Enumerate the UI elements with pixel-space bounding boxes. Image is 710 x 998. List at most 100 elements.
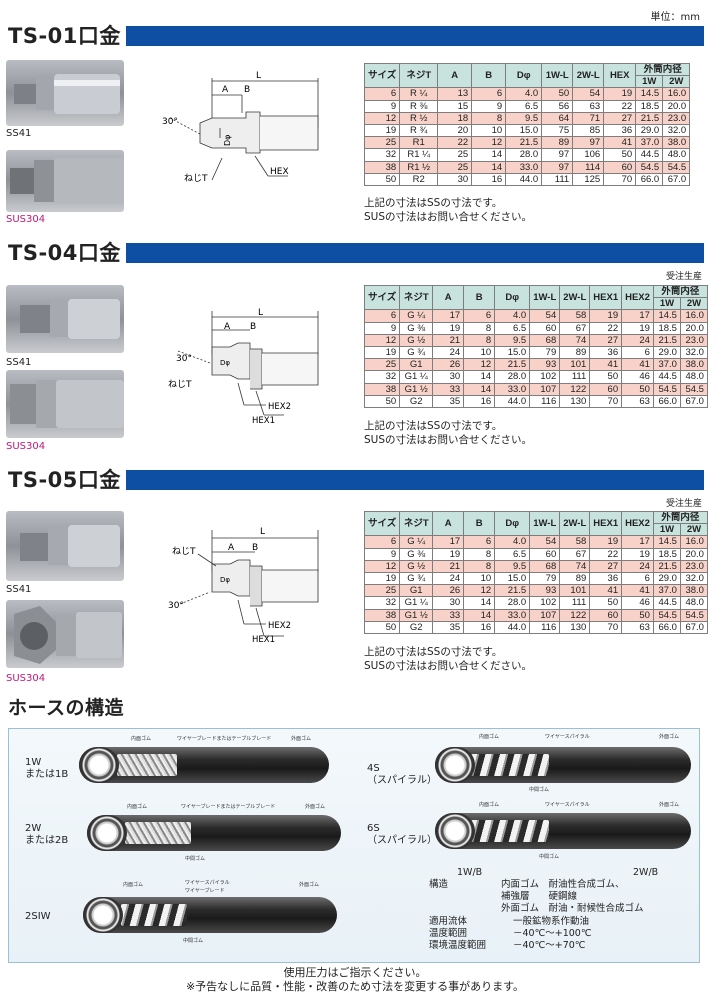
table-cell: 97 bbox=[572, 136, 605, 150]
hose-1w-wire-label: ワイヤーブレードまたはテーブルブレード bbox=[177, 736, 272, 742]
dim-b: B bbox=[250, 322, 256, 332]
table-cell: 70 bbox=[589, 394, 623, 408]
table-cell: 37.0 bbox=[635, 136, 664, 150]
table-cell: 18.5 bbox=[635, 99, 664, 113]
table-cell: 50 bbox=[363, 172, 401, 186]
table-cell: 6 bbox=[471, 87, 507, 101]
table-cell: 102 bbox=[529, 370, 561, 384]
table-cell: 30 bbox=[432, 596, 465, 610]
table-cell: 54.5 bbox=[635, 160, 664, 174]
table-cell: 20 bbox=[437, 123, 473, 138]
hdr-2wl: 2W-L bbox=[572, 62, 605, 89]
table-cell: 70 bbox=[603, 172, 637, 186]
table-cell: 21.5 bbox=[494, 358, 531, 372]
table-cell: R2 bbox=[399, 172, 439, 186]
hose-title: ホースの構造 bbox=[8, 697, 125, 719]
table-cell: 63 bbox=[621, 620, 654, 634]
table-cell: 6 bbox=[463, 309, 496, 323]
dim-d: Dφ bbox=[220, 576, 230, 584]
table-cell: 41 bbox=[621, 584, 654, 598]
table-cell: 79 bbox=[529, 571, 561, 586]
table-cell: 89 bbox=[559, 345, 591, 360]
table-cell: R1 ½ bbox=[399, 160, 439, 174]
table-cell: 14.5 bbox=[635, 87, 664, 101]
table-cell: 54.5 bbox=[652, 608, 681, 622]
table-cell: 8 bbox=[463, 547, 496, 561]
ts01-note-2: SUSの寸法はお問い合せください。 bbox=[364, 211, 533, 223]
table-cell: 16 bbox=[471, 172, 507, 186]
hdr-d: Dφ bbox=[494, 284, 531, 311]
table-cell: G2 bbox=[399, 394, 434, 408]
ts04-photo-ss41 bbox=[6, 285, 124, 353]
table-cell: 10 bbox=[463, 345, 496, 360]
table-cell: 9 bbox=[471, 99, 507, 113]
dim-l: L bbox=[256, 71, 261, 81]
table-cell: 35 bbox=[432, 620, 465, 634]
fitting-image bbox=[14, 606, 122, 664]
table-cell: 14 bbox=[463, 608, 496, 622]
table-cell: 54.5 bbox=[679, 382, 708, 396]
spec-structure-value-2: 補強層 硬鋼線 bbox=[501, 891, 578, 902]
table-cell: 44.5 bbox=[652, 370, 681, 384]
table-cell: 14.5 bbox=[652, 309, 681, 323]
table-cell: 54 bbox=[529, 535, 561, 549]
dim-angle: 30° bbox=[162, 117, 178, 127]
hose-4s-wire-label: ワイヤースパイラル bbox=[545, 734, 590, 740]
table-cell: 89 bbox=[559, 571, 591, 586]
spec-structure-value-1: 内面ゴム 耐油性合成ゴム、 bbox=[501, 879, 625, 890]
table-cell: 6 bbox=[621, 571, 654, 586]
table-cell: 9.5 bbox=[494, 559, 531, 573]
table-cell: 29.0 bbox=[635, 123, 664, 138]
ts01-photo-ss41 bbox=[6, 60, 124, 126]
table-cell: 41 bbox=[589, 358, 623, 372]
table-cell: 130 bbox=[559, 620, 591, 634]
hdr-thread: ネジT bbox=[399, 284, 434, 311]
hose-2siw-inner-label: 内面ゴム bbox=[123, 882, 144, 888]
hdr-size: サイズ bbox=[363, 510, 401, 537]
table-cell: 107 bbox=[529, 608, 561, 622]
spec-structure-value-3: 外面ゴム 耐油・耐候性合成ゴム bbox=[501, 903, 644, 914]
table-cell: 6 bbox=[363, 309, 401, 323]
table-cell: 15.0 bbox=[494, 571, 531, 586]
table-cell: 48.0 bbox=[679, 370, 708, 384]
dim-b: B bbox=[244, 85, 250, 95]
hdr-2w: 2W bbox=[662, 75, 691, 89]
table-cell: G ½ bbox=[399, 333, 434, 347]
table-cell: 74 bbox=[559, 333, 591, 347]
table-cell: 23.0 bbox=[679, 333, 708, 347]
hose-4s-inner-label: 内面ゴム bbox=[479, 734, 500, 740]
table-cell: 50 bbox=[621, 608, 654, 622]
hose-6s-wire-label: ワイヤースパイラル bbox=[545, 802, 590, 808]
table-cell: 36 bbox=[603, 123, 637, 138]
table-cell: 46 bbox=[621, 370, 654, 384]
ts05-photo-ss41-label: SS41 bbox=[6, 584, 32, 595]
ts04-photo-ss41-label: SS41 bbox=[6, 357, 32, 368]
ts01-title: TS-01口金 bbox=[8, 24, 121, 48]
table-cell: 8 bbox=[463, 559, 496, 573]
ts04-title-bar bbox=[126, 243, 704, 263]
hdr-1w: 1W bbox=[635, 75, 664, 89]
table-cell: G1 bbox=[399, 584, 434, 598]
dim-hex2: HEX2 bbox=[268, 402, 291, 412]
table-cell: 20.0 bbox=[679, 321, 708, 335]
dim-hex1: HEX1 bbox=[252, 635, 275, 645]
table-cell: 32 bbox=[363, 596, 401, 610]
hdr-thread: ネジT bbox=[399, 62, 439, 89]
table-cell: 116 bbox=[529, 394, 561, 408]
table-cell: 41 bbox=[621, 358, 654, 372]
table-cell: 25 bbox=[363, 584, 401, 598]
table-cell: 50 bbox=[541, 87, 574, 101]
table-cell: 16 bbox=[463, 620, 496, 634]
table-cell: 25 bbox=[363, 358, 401, 372]
fitting-image bbox=[20, 525, 120, 567]
table-cell: 67.0 bbox=[679, 394, 708, 408]
ts04-dimension-drawing: L A B 30° Dφ ねじT HEX2 HEX1 bbox=[168, 308, 319, 426]
hdr-a: A bbox=[437, 62, 473, 89]
table-cell: 15.0 bbox=[505, 123, 543, 138]
